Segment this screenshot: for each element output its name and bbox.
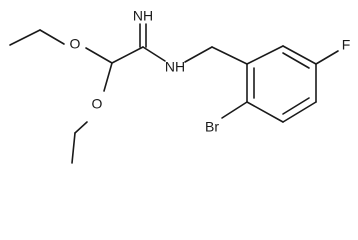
bond-ethyl-bottom-ch2-ch3: [71, 132, 76, 164]
atom-label-oxygen-top: O: [70, 36, 81, 52]
chemical-structure-diagram: NH NH O O F Br: [9, 8, 351, 164]
bond-ch2-ring-c1: [211, 46, 248, 65]
bond-o-bottom-ch2: [74, 121, 88, 134]
bond-ring-inner-c4-c5: [282, 97, 310, 115]
bond-ring-c3-fluorine: [315, 50, 339, 65]
bonds: [9, 23, 339, 164]
atom-labels: NH NH O O F Br: [70, 8, 351, 135]
bond-acetal-c-o-bottom: [103, 62, 113, 92]
bond-amidine-c-amine-n: [142, 46, 166, 62]
bond-acetal-c-amidine-c: [111, 46, 144, 64]
bond-o-top-acetal-c: [85, 47, 113, 64]
bond-ring-c1-c2: [246, 45, 284, 65]
bond-amine-n-ch2: [184, 46, 213, 63]
bond-ring-c4-c5: [282, 101, 317, 123]
bond-ring-inner-c2-c3: [282, 52, 310, 69]
bond-ring-c6-bromine: [221, 101, 248, 119]
bond-ethyl-top-ch2-o: [39, 29, 65, 45]
bond-ring-c5-c6: [246, 101, 284, 123]
bond-ethyl-top-ch3-ch2: [9, 29, 41, 46]
bond-ring-c2-c3: [282, 45, 317, 65]
atom-label-amine-nh: NH: [165, 59, 185, 75]
atom-label-imine-nh: NH: [133, 8, 153, 24]
atom-label-oxygen-bottom: O: [92, 96, 103, 112]
atom-label-fluorine: F: [342, 37, 351, 53]
atom-label-bromine: Br: [205, 119, 219, 135]
